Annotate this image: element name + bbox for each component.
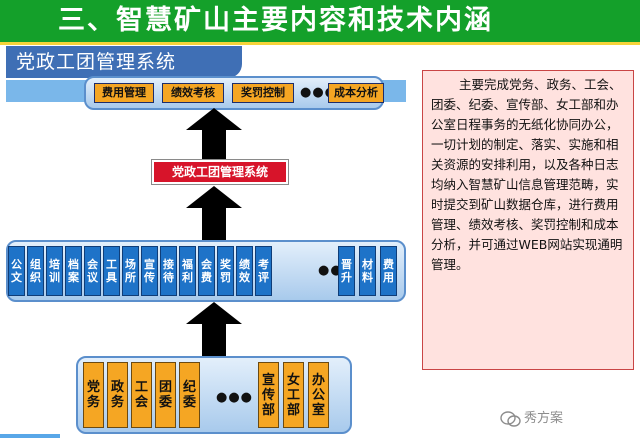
middle-module-8: 接待 xyxy=(160,246,177,296)
bottom-module-4: 纪委 xyxy=(179,362,200,428)
module-char: 考 xyxy=(258,258,269,271)
watermark: 秀方案 xyxy=(524,411,564,426)
module-char: 训 xyxy=(49,271,60,284)
module-char: 罚 xyxy=(220,271,231,284)
module-char: 利 xyxy=(182,271,193,284)
section-label: 党政工团管理系统 xyxy=(6,46,242,78)
bottom-module-7: 办公室 xyxy=(308,362,329,428)
page-title: 三、智慧矿山主要内容和技术内涵 xyxy=(58,5,493,36)
bottom-module-5: 宣传部 xyxy=(258,362,279,428)
module-char: 传 xyxy=(261,387,275,403)
module-char: 部 xyxy=(286,402,300,418)
top-module-cost: 费用管理 xyxy=(94,83,154,103)
module-char: 室 xyxy=(311,402,325,418)
center-badge: 党政工团管理系统 xyxy=(151,159,289,185)
module-char: 工 xyxy=(134,380,148,395)
module-char: 场 xyxy=(125,258,136,271)
up-arrow-icon xyxy=(186,186,242,240)
middle-module-6: 场所 xyxy=(122,246,139,296)
module-char: 议 xyxy=(87,271,98,284)
module-char: 接 xyxy=(163,258,174,271)
module-char: 工 xyxy=(106,258,117,271)
module-char: 工 xyxy=(286,387,300,403)
middle-module-3: 档案 xyxy=(65,246,82,296)
module-char: 案 xyxy=(68,271,79,284)
module-char: 传 xyxy=(144,271,155,284)
module-char: 部 xyxy=(261,402,275,418)
module-char: 公 xyxy=(311,387,325,403)
bottom-strip xyxy=(0,434,60,438)
module-char: 会 xyxy=(201,258,212,271)
middle-module-1: 组织 xyxy=(27,246,44,296)
module-char: 所 xyxy=(125,271,136,284)
middle-module-12: 绩效 xyxy=(236,246,253,296)
description-text: 主要完成党务、政务、工会、团委、纪委、宣传部、女工部和办公室日程事务的无纸化协同… xyxy=(431,77,623,272)
middle-module-15: 材料 xyxy=(359,246,376,296)
module-char: 档 xyxy=(68,258,79,271)
top-module-performance: 绩效考核 xyxy=(162,83,224,103)
module-char: 费 xyxy=(201,271,212,284)
middle-module-4: 会议 xyxy=(84,246,101,296)
wechat-icon xyxy=(500,411,521,427)
middle-module-5: 工具 xyxy=(103,246,120,296)
module-char: 务 xyxy=(110,395,124,410)
top-ellipsis: ●●● xyxy=(300,85,338,100)
bottom-module-1: 政务 xyxy=(107,362,128,428)
bottom-module-3: 团委 xyxy=(155,362,176,428)
module-char: 办 xyxy=(311,372,325,388)
module-char: 党 xyxy=(86,380,100,395)
bottom-module-2: 工会 xyxy=(131,362,152,428)
middle-module-7: 宣传 xyxy=(141,246,158,296)
module-char: 团 xyxy=(158,380,172,395)
module-char: 升 xyxy=(341,271,352,284)
module-char: 文 xyxy=(11,271,22,284)
module-char: 奖 xyxy=(220,258,231,271)
module-char: 料 xyxy=(362,271,373,284)
top-module-analysis: 成本分析 xyxy=(328,83,384,103)
module-char: 务 xyxy=(86,395,100,410)
module-char: 纪 xyxy=(182,380,196,395)
module-char: 具 xyxy=(106,271,117,284)
module-char: 会 xyxy=(87,258,98,271)
middle-module-13: 考评 xyxy=(255,246,272,296)
description-box: 主要完成党务、政务、工会、团委、纪委、宣传部、女工部和办公室日程事务的无纸化协同… xyxy=(422,70,634,370)
module-char: 待 xyxy=(163,271,174,284)
module-char: 女 xyxy=(286,372,300,388)
module-char: 效 xyxy=(239,271,250,284)
bottom-module-6: 女工部 xyxy=(283,362,304,428)
module-char: 组 xyxy=(30,258,41,271)
middle-module-10: 会费 xyxy=(198,246,215,296)
title-accent-line xyxy=(0,42,640,45)
middle-module-9: 福利 xyxy=(179,246,196,296)
middle-module-11: 奖罚 xyxy=(217,246,234,296)
module-char: 织 xyxy=(30,271,41,284)
module-char: 绩 xyxy=(239,258,250,271)
module-char: 会 xyxy=(134,395,148,410)
module-char: 公 xyxy=(11,258,22,271)
title-bar xyxy=(0,0,640,42)
bottom-module-0: 党务 xyxy=(83,362,104,428)
middle-module-0: 公文 xyxy=(8,246,25,296)
section-label-text: 党政工团管理系统 xyxy=(16,51,177,73)
module-char: 委 xyxy=(158,395,172,410)
module-char: 委 xyxy=(182,395,196,410)
up-arrow-icon xyxy=(186,108,242,160)
bottom-ellipsis: ●●● xyxy=(216,390,254,405)
up-arrow-icon xyxy=(186,302,242,356)
module-char: 费 xyxy=(383,258,394,271)
module-char: 宣 xyxy=(261,372,275,388)
module-char: 政 xyxy=(110,380,124,395)
module-char: 宣 xyxy=(144,258,155,271)
module-char: 材 xyxy=(362,258,373,271)
module-char: 福 xyxy=(182,258,193,271)
middle-module-16: 费用 xyxy=(380,246,397,296)
module-char: 培 xyxy=(49,258,60,271)
top-module-reward: 奖罚控制 xyxy=(232,83,294,103)
middle-module-14: 晋升 xyxy=(338,246,355,296)
module-char: 用 xyxy=(383,271,394,284)
module-char: 晋 xyxy=(341,258,352,271)
module-char: 评 xyxy=(258,271,269,284)
middle-module-2: 培训 xyxy=(46,246,63,296)
